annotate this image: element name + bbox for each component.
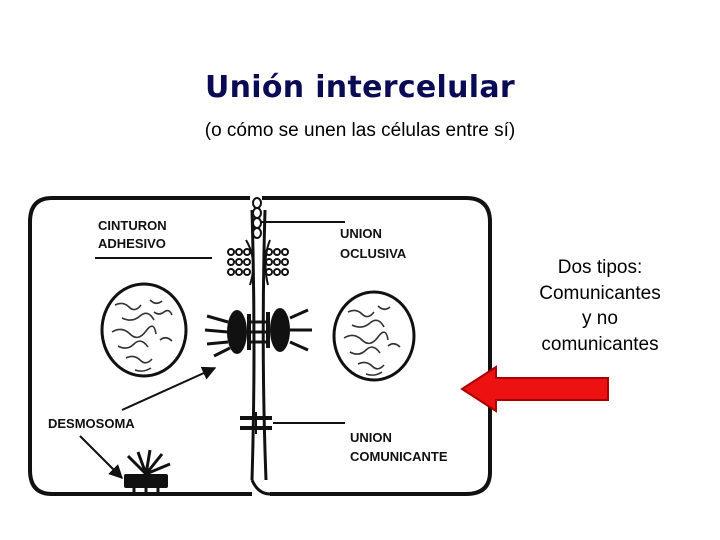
slide-title: Unión intercelular [204, 70, 516, 105]
label-oclusiva-1: UNION [340, 226, 382, 241]
label-cinturon-2: ADHESIVO [98, 236, 166, 251]
right-cell-lateral-membrane [261, 209, 268, 481]
side-note: Dos tipos: Comunicantes y no comunicante… [500, 255, 700, 358]
left-cell-lateral-membrane [250, 209, 256, 481]
leader-lines [95, 221, 345, 424]
left-nucleus [100, 282, 188, 378]
gap-junction [240, 412, 272, 434]
left-cell-membrane [28, 196, 252, 496]
label-comunicante-1: UNION [350, 430, 392, 445]
right-nucleus [332, 290, 416, 382]
side-note-line-2: Comunicantes [539, 282, 661, 304]
desmosoma-arrow-down [79, 435, 123, 479]
red-arrow-icon [460, 365, 609, 413]
label-comunicante-2: COMUNICANTE [350, 449, 448, 464]
adherens-belt [227, 239, 289, 286]
right-cell-membrane [262, 196, 492, 496]
desmosome-lateral [204, 308, 312, 358]
side-note-line-4: comunicantes [541, 333, 659, 355]
hemidesmosome [124, 449, 171, 494]
label-desmosoma: DESMOSOMA [48, 416, 135, 431]
slide-subtitle: (o cómo se unen las células entre sí) [204, 120, 516, 141]
desmosoma-arrow-up [121, 366, 217, 411]
label-oclusiva-2: OCLUSIVA [340, 246, 407, 261]
tight-junction [252, 197, 262, 239]
label-cinturon-1: CINTURON [98, 218, 167, 233]
side-note-line-1: Dos tipos: [557, 257, 643, 278]
side-note-line-3: y no [582, 308, 618, 330]
